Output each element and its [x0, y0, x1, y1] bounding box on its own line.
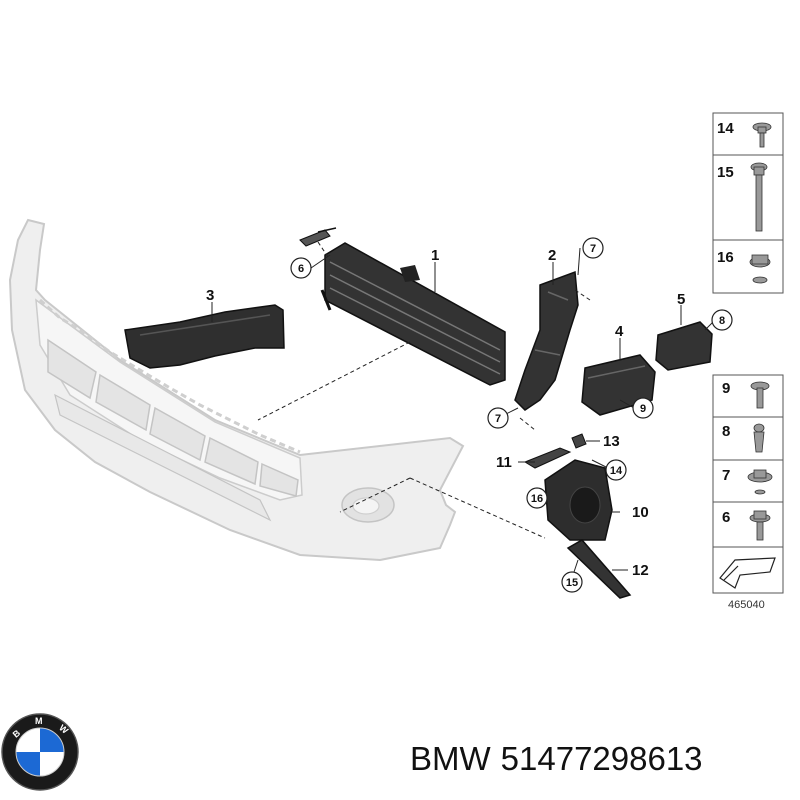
footer-part-number: 51477298613 — [500, 740, 703, 777]
part-1-grille-carrier — [320, 242, 506, 386]
part-6-small-bracket — [299, 227, 337, 247]
circle-num-16: 16 — [531, 493, 543, 505]
table-top-row-3: 16 — [717, 249, 734, 266]
part-3-air-duct — [124, 304, 285, 369]
table-top-row-2: 15 — [717, 164, 734, 181]
circle-6 — [290, 257, 312, 279]
circle-7b — [487, 407, 509, 429]
svg-text:B: B — [11, 728, 23, 740]
circle-9 — [632, 397, 654, 419]
circle-num-15: 15 — [566, 577, 578, 589]
part-2-side-bracket — [514, 270, 579, 411]
circle-num-9: 9 — [640, 403, 646, 415]
part-5-duct — [655, 321, 713, 371]
circled-callout-numbers: 6 7 7 8 9 14 15 16 — [298, 243, 725, 589]
circle-14 — [605, 459, 627, 481]
callout-11: 11 — [496, 454, 512, 471]
bolt-14 — [752, 122, 772, 148]
nut-16 — [749, 254, 771, 284]
direction-arrow-icon — [719, 557, 776, 589]
circle-num-7b: 7 — [495, 413, 501, 425]
callout-2: 2 — [548, 247, 556, 264]
bolt-15 — [750, 162, 768, 232]
part-12-strip — [566, 539, 632, 599]
circled-callouts — [290, 237, 733, 593]
callout-10: 10 — [632, 504, 649, 521]
clip-8 — [753, 423, 765, 453]
table-bottom-row-2: 8 — [722, 423, 730, 440]
reference-number: 465040 — [728, 599, 765, 611]
circle-num-14: 14 — [610, 465, 623, 477]
screw-6 — [749, 510, 771, 541]
bmw-logo: B M W — [1, 713, 79, 791]
table-bottom-row-1: 9 — [722, 380, 730, 397]
callout-13: 13 — [603, 433, 620, 450]
callout-leaders — [211, 247, 716, 576]
callout-4: 4 — [615, 323, 624, 340]
table-bottom-row-3: 7 — [722, 467, 730, 484]
table-bottom-row-4: 6 — [722, 509, 730, 526]
hardware-table-bottom: 9 8 7 6 — [712, 374, 784, 594]
nut-7 — [747, 469, 773, 495]
part-11-clip — [523, 447, 572, 469]
part-10-fog-housing — [544, 459, 613, 541]
circle-15 — [561, 571, 583, 593]
footer-brand: BMW — [410, 740, 491, 777]
callout-5: 5 — [677, 291, 685, 308]
dashed-leaders — [257, 241, 591, 539]
part-13-clip — [571, 433, 587, 449]
hardware-table-top: 14 15 16 — [712, 112, 784, 294]
callout-1: 1 — [431, 247, 439, 264]
circle-8 — [711, 309, 733, 331]
front-bumper — [8, 218, 465, 562]
circle-num-7a: 7 — [590, 243, 596, 255]
circle-num-8: 8 — [719, 315, 725, 327]
circle-7a — [582, 237, 604, 259]
screw-9 — [750, 381, 770, 409]
svg-text:M: M — [35, 716, 43, 726]
table-top-row-1: 14 — [717, 120, 734, 137]
circle-num-6: 6 — [298, 263, 304, 275]
circle-16 — [526, 487, 548, 509]
callout-3: 3 — [206, 287, 214, 304]
callout-numbers: 1 2 3 4 5 10 11 12 13 — [206, 247, 685, 579]
callout-12: 12 — [632, 562, 649, 579]
